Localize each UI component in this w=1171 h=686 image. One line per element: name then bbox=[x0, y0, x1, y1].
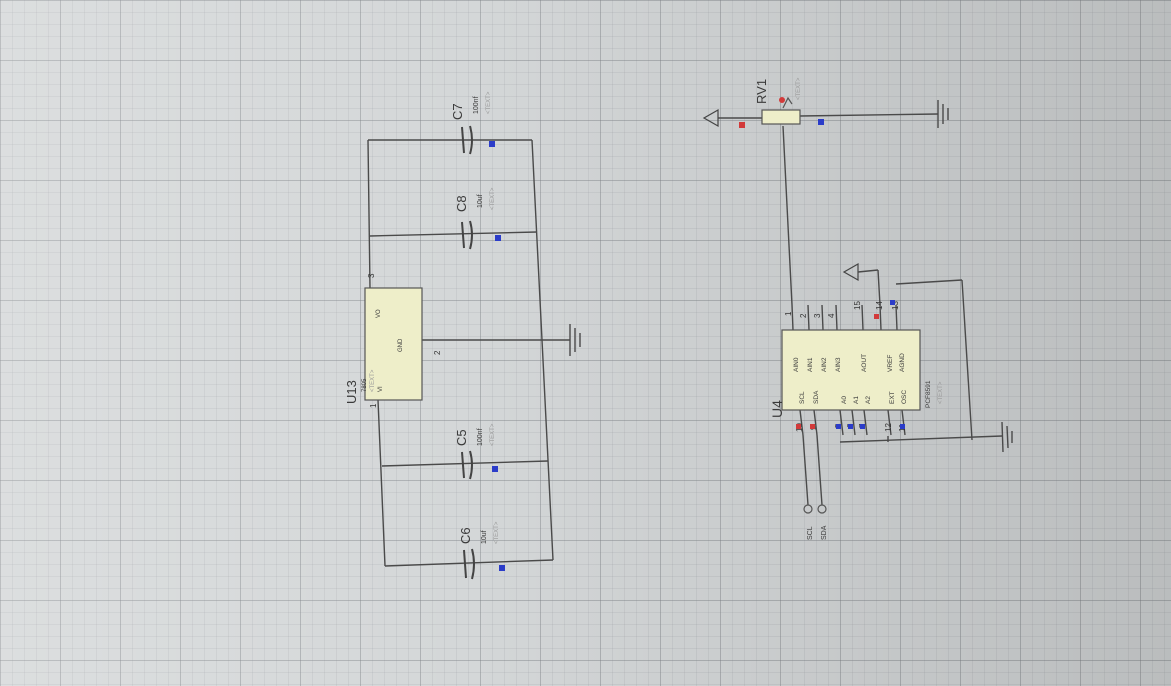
c5-text: <TEXT> bbox=[490, 423, 496, 446]
u4-pin-num: 14 bbox=[875, 301, 884, 310]
adc-ground-wires bbox=[839, 279, 1013, 453]
u4-pin-num: 12 bbox=[884, 423, 893, 432]
pin-marker bbox=[492, 466, 498, 472]
u4-pin-num: 13 bbox=[891, 301, 900, 310]
net-label-scl: SCL bbox=[807, 526, 814, 540]
pin-marker bbox=[890, 300, 895, 305]
u4-pin-sda: SDA bbox=[813, 390, 820, 404]
c6-text: <TEXT> bbox=[494, 521, 500, 544]
rv1-text: <TEXT> bbox=[796, 77, 802, 100]
c6-value: 10uf bbox=[481, 530, 488, 544]
u13-pin-vo: VO bbox=[376, 309, 382, 318]
capacitor-c8[interactable]: C8 10uf <TEXT> bbox=[454, 187, 501, 250]
pin-marker bbox=[860, 424, 865, 429]
u4-pin-num: 4 bbox=[827, 313, 836, 318]
adc-u4[interactable]: AIN0 AIN1 AIN2 AIN3 AOUT VREF AGND SCL S… bbox=[769, 300, 944, 436]
pin-marker bbox=[818, 119, 824, 125]
pin-marker bbox=[848, 424, 853, 429]
u4-pin-vref: VREF bbox=[887, 355, 894, 372]
rv1-ref: RV1 bbox=[754, 79, 769, 104]
net-label-sda: SDA bbox=[821, 525, 828, 540]
pin-marker bbox=[739, 122, 745, 128]
u4-pin-a1: A1 bbox=[853, 396, 860, 404]
vcc-arrow-symbol bbox=[702, 108, 719, 128]
u13-pin2-num: 2 bbox=[433, 350, 442, 355]
pin-marker bbox=[796, 424, 801, 429]
pin-marker bbox=[489, 141, 495, 147]
ground-symbol bbox=[937, 100, 949, 128]
u4-pin-a2: A2 bbox=[865, 396, 872, 404]
c8-text: <TEXT> bbox=[490, 187, 496, 210]
u4-pin-ain2: AIN2 bbox=[821, 357, 828, 372]
u4-pin-num: 15 bbox=[853, 301, 862, 310]
u4-text: <TEXT> bbox=[938, 381, 944, 404]
u4-pin-num: 3 bbox=[813, 313, 822, 318]
u4-pin-agnd: AGND bbox=[899, 353, 906, 372]
capacitor-c5[interactable]: C5 100nf <TEXT> bbox=[454, 423, 498, 480]
pin-marker bbox=[874, 314, 879, 319]
c8-value: 10uf bbox=[477, 194, 484, 208]
pin-marker bbox=[836, 424, 841, 429]
vcc-arrow-symbol bbox=[842, 262, 881, 306]
u13-pin3-num: 3 bbox=[367, 273, 376, 278]
potentiometer-wires bbox=[718, 113, 939, 306]
c7-value: 100nf bbox=[473, 96, 480, 114]
u13-pin1-num: 1 bbox=[369, 403, 378, 408]
c6-ref: C6 bbox=[458, 527, 473, 544]
u4-pin-ain0: AIN0 bbox=[793, 357, 800, 372]
c8-ref: C8 bbox=[454, 195, 469, 212]
pin-marker bbox=[495, 235, 501, 241]
u4-pin-a0: A0 bbox=[841, 396, 848, 404]
c7-text: <TEXT> bbox=[486, 91, 492, 114]
u4-pin-aout: AOUT bbox=[861, 354, 868, 372]
capacitor-c7[interactable]: C7 100nf <TEXT> bbox=[450, 91, 495, 155]
u4-pin-scl: SCL bbox=[799, 391, 806, 404]
c7-ref: C7 bbox=[450, 103, 465, 120]
u13-pin-vi: VI bbox=[378, 386, 384, 392]
capacitor-c6[interactable]: C6 10uf <TEXT> bbox=[458, 521, 505, 580]
c5-ref: C5 bbox=[454, 429, 469, 446]
u4-pin-num: 2 bbox=[799, 313, 808, 318]
u4-pin-ain1: AIN1 bbox=[807, 357, 814, 372]
u4-pin-ext: EXT bbox=[889, 391, 896, 404]
u4-pin-ain3: AIN3 bbox=[835, 357, 842, 372]
pin-marker bbox=[810, 424, 815, 429]
u4-ref: U4 bbox=[769, 400, 785, 418]
u13-ref: U13 bbox=[344, 380, 359, 404]
u13-value: 7805 bbox=[362, 378, 368, 392]
pin-marker bbox=[900, 424, 905, 429]
ground-symbol bbox=[569, 324, 581, 356]
u4-pin-osc: OSC bbox=[901, 390, 908, 404]
power-supply-wires bbox=[367, 139, 570, 567]
potentiometer-rv1[interactable]: RV1 <TEXT> bbox=[754, 77, 802, 125]
i2c-lines bbox=[802, 434, 827, 514]
regulator-u13[interactable]: VI VO GND 1 2 3 U13 7805 <TEXT> bbox=[344, 273, 442, 408]
u13-text: <TEXT> bbox=[370, 369, 376, 392]
u4-value: PCF8591 bbox=[925, 380, 932, 408]
u4-pin-num: 1 bbox=[784, 311, 793, 316]
u13-pin-gnd: GND bbox=[398, 338, 404, 352]
c5-value: 100nf bbox=[477, 428, 484, 446]
pin-marker bbox=[499, 565, 505, 571]
